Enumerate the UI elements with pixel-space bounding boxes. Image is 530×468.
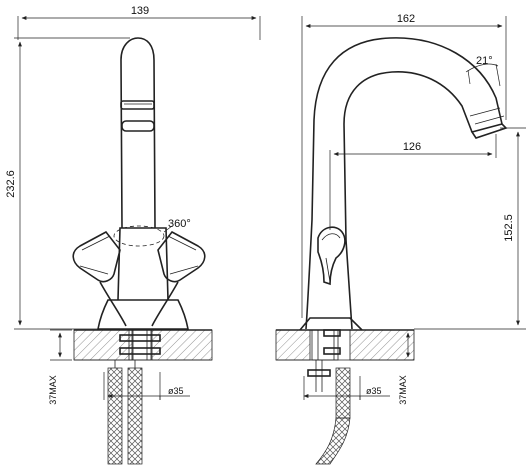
side-mount-max-dimension: 37MAX — [398, 329, 414, 405]
side-angle-label: 21° — [476, 55, 493, 67]
front-height-label: 232.6 — [5, 170, 17, 198]
side-hole-diameter-dimension: ø35 — [303, 386, 390, 400]
front-hole-diameter-dimension: ø35 — [107, 386, 190, 400]
side-hole-diameter-label: ø35 — [366, 386, 382, 396]
side-width-label: 162 — [397, 13, 415, 25]
front-faucet-body — [97, 37, 189, 330]
front-hole-diameter-label: ø35 — [168, 386, 184, 396]
front-left-handle — [72, 230, 121, 283]
side-mounting-assembly — [303, 329, 361, 465]
side-spout-height-label: 152.5 — [503, 214, 515, 242]
side-view: 162 126 152.5 21° 37MAX — [275, 13, 526, 465]
front-mounting-assembly — [103, 329, 161, 465]
side-spout-height-dimension: 152.5 — [414, 127, 526, 330]
front-width-label: 139 — [131, 5, 149, 17]
front-height-dimension: 232.6 — [5, 37, 130, 330]
front-width-dimension: 139 — [17, 5, 261, 40]
front-rotation-annotation: 360° — [163, 218, 191, 233]
front-view: 139 232.6 360° 37MAX ø35 — [5, 5, 261, 465]
side-counter-slab — [275, 329, 415, 361]
front-right-handle — [157, 230, 206, 283]
side-mount-max-label: 37MAX — [398, 375, 408, 405]
side-faucet-body — [299, 37, 508, 331]
front-mount-max-dimension: 37MAX — [48, 329, 72, 405]
side-angle-annotation: 21° — [465, 55, 501, 87]
front-rotation-label: 360° — [168, 218, 191, 230]
side-reach-label: 126 — [403, 141, 421, 153]
side-reach-dimension: 126 — [329, 134, 497, 230]
front-mount-max-label: 37MAX — [48, 375, 58, 405]
side-width-dimension: 162 — [301, 13, 507, 318]
